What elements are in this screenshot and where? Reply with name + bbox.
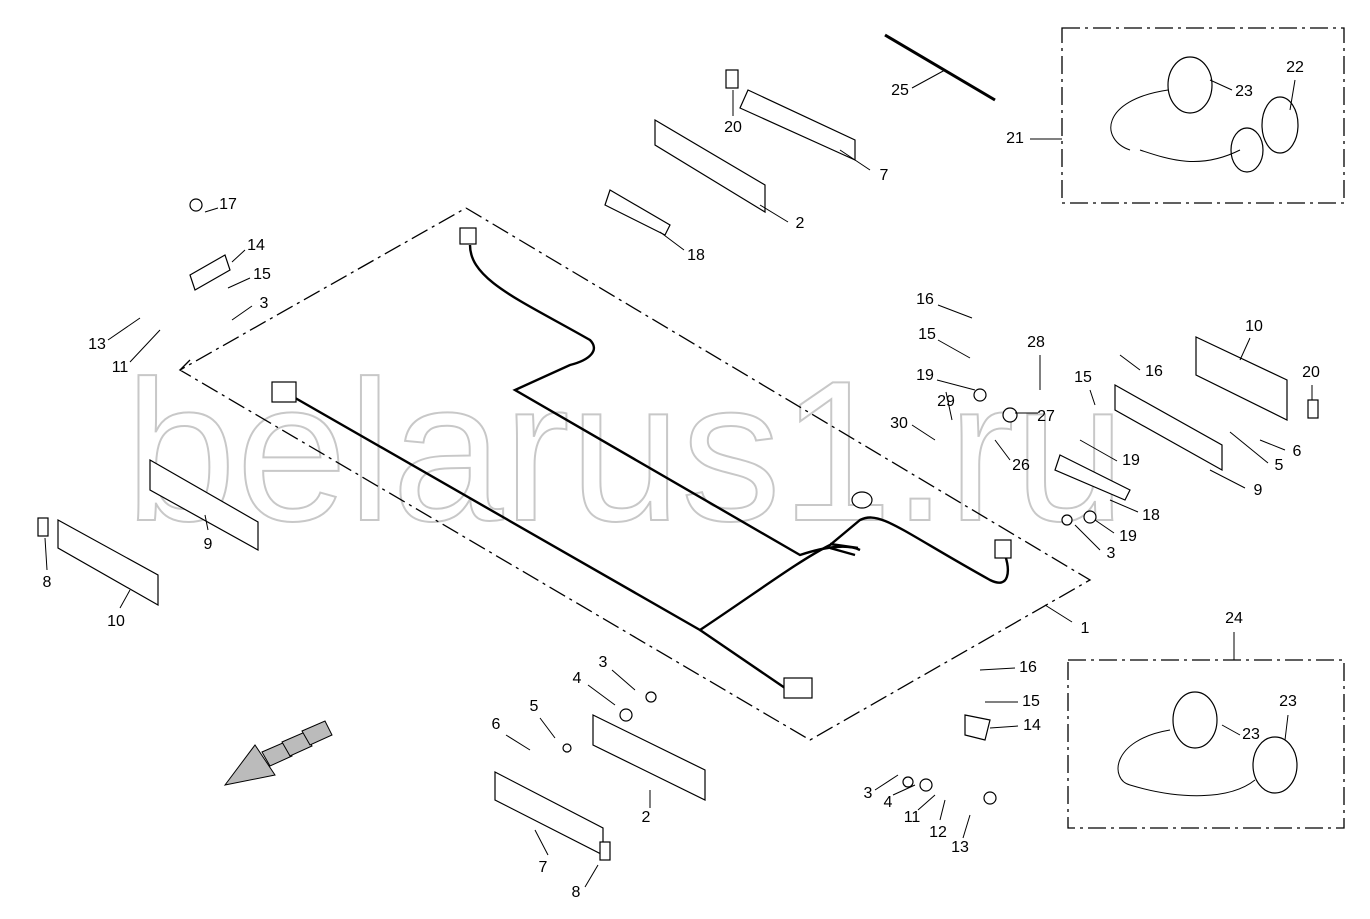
callout: 9 — [1254, 482, 1263, 499]
callout: 13 — [951, 839, 969, 856]
callout: 8 — [43, 574, 52, 591]
callout: 3 — [260, 295, 269, 312]
callout: 16 — [1145, 363, 1163, 380]
callout: 10 — [107, 613, 125, 630]
callout: 10 — [1245, 318, 1263, 335]
kit-box-21 — [1061, 27, 1345, 204]
callout: 18 — [1142, 507, 1160, 524]
callout: 14 — [1023, 717, 1041, 734]
socket-24 — [1117, 691, 1298, 797]
harness-outline — [178, 207, 1092, 741]
callout: 5 — [1275, 457, 1284, 474]
callout: 11 — [904, 809, 921, 826]
callout: 22 — [1286, 59, 1304, 76]
kit-box-24 — [1067, 659, 1345, 829]
callout: 7 — [880, 167, 889, 184]
callout: 7 — [539, 859, 548, 876]
callout: 16 — [916, 291, 934, 308]
callout: 15 — [918, 326, 936, 343]
callout: 23 — [1242, 726, 1260, 743]
callout: 15 — [1022, 693, 1040, 710]
callout: 19 — [916, 367, 934, 384]
watermark: belarus1.ru — [125, 340, 1126, 563]
wiring-harness — [271, 227, 1012, 699]
callout: 19 — [1119, 528, 1137, 545]
callout: 27 — [1037, 408, 1055, 425]
callout: 3 — [1107, 545, 1116, 562]
leader-lines — [44, 69, 1313, 888]
callout: 13 — [88, 336, 106, 353]
callout: 1 — [1081, 620, 1090, 637]
callout: 29 — [937, 393, 955, 410]
callouts: 25 23 22 21 20 7 2 18 17 14 15 3 13 11 1… — [43, 59, 1320, 901]
callout: 8 — [572, 884, 581, 901]
callout: 11 — [112, 359, 129, 376]
callout: 19 — [1122, 452, 1140, 469]
callout: 2 — [642, 809, 651, 826]
parts — [37, 33, 1319, 861]
callout: 15 — [1074, 369, 1092, 386]
callout: 12 — [929, 824, 947, 841]
callout: 3 — [864, 785, 873, 802]
callout: 20 — [1302, 364, 1320, 381]
callout: 2 — [796, 215, 805, 232]
callout: 4 — [884, 794, 893, 811]
callout: 6 — [1293, 443, 1302, 460]
callout: 23 — [1279, 693, 1297, 710]
socket-21 — [1110, 56, 1299, 173]
callout: 5 — [530, 698, 539, 715]
callout: 26 — [1012, 457, 1030, 474]
callout: 3 — [599, 654, 608, 671]
callout: 24 — [1225, 610, 1243, 627]
callout: 23 — [1235, 83, 1253, 100]
callout: 6 — [492, 716, 501, 733]
callout: 14 — [247, 237, 265, 254]
callout: 16 — [1019, 659, 1037, 676]
callout: 28 — [1027, 334, 1045, 351]
callout: 18 — [687, 247, 705, 264]
callout: 20 — [724, 119, 742, 136]
callout: 4 — [573, 670, 582, 687]
direction-arrow-icon — [223, 720, 333, 786]
callout: 30 — [890, 415, 908, 432]
callout: 15 — [253, 266, 271, 283]
callout: 21 — [1006, 130, 1024, 147]
callout: 9 — [204, 536, 213, 553]
callout: 17 — [219, 196, 237, 213]
callout: 25 — [891, 82, 909, 99]
